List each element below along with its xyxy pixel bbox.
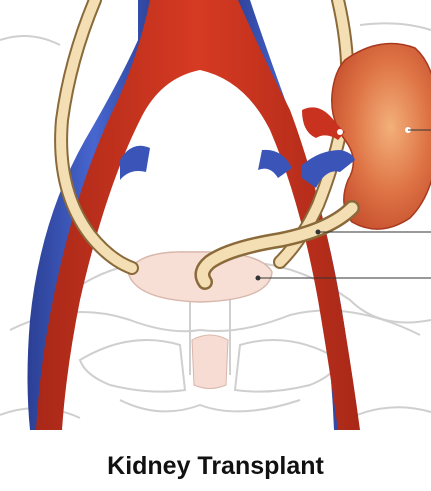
kidney-transplant-illustration (0, 0, 431, 440)
bladder-label-dot (256, 276, 261, 281)
vessel-branch-gap (150, 88, 255, 170)
caption-title: Kidney Transplant (0, 448, 431, 484)
anastomosis-dot (337, 129, 343, 135)
transplanted-kidney (332, 44, 431, 230)
ureter-label-dot (316, 230, 321, 235)
pubic-symphysis (192, 335, 228, 389)
